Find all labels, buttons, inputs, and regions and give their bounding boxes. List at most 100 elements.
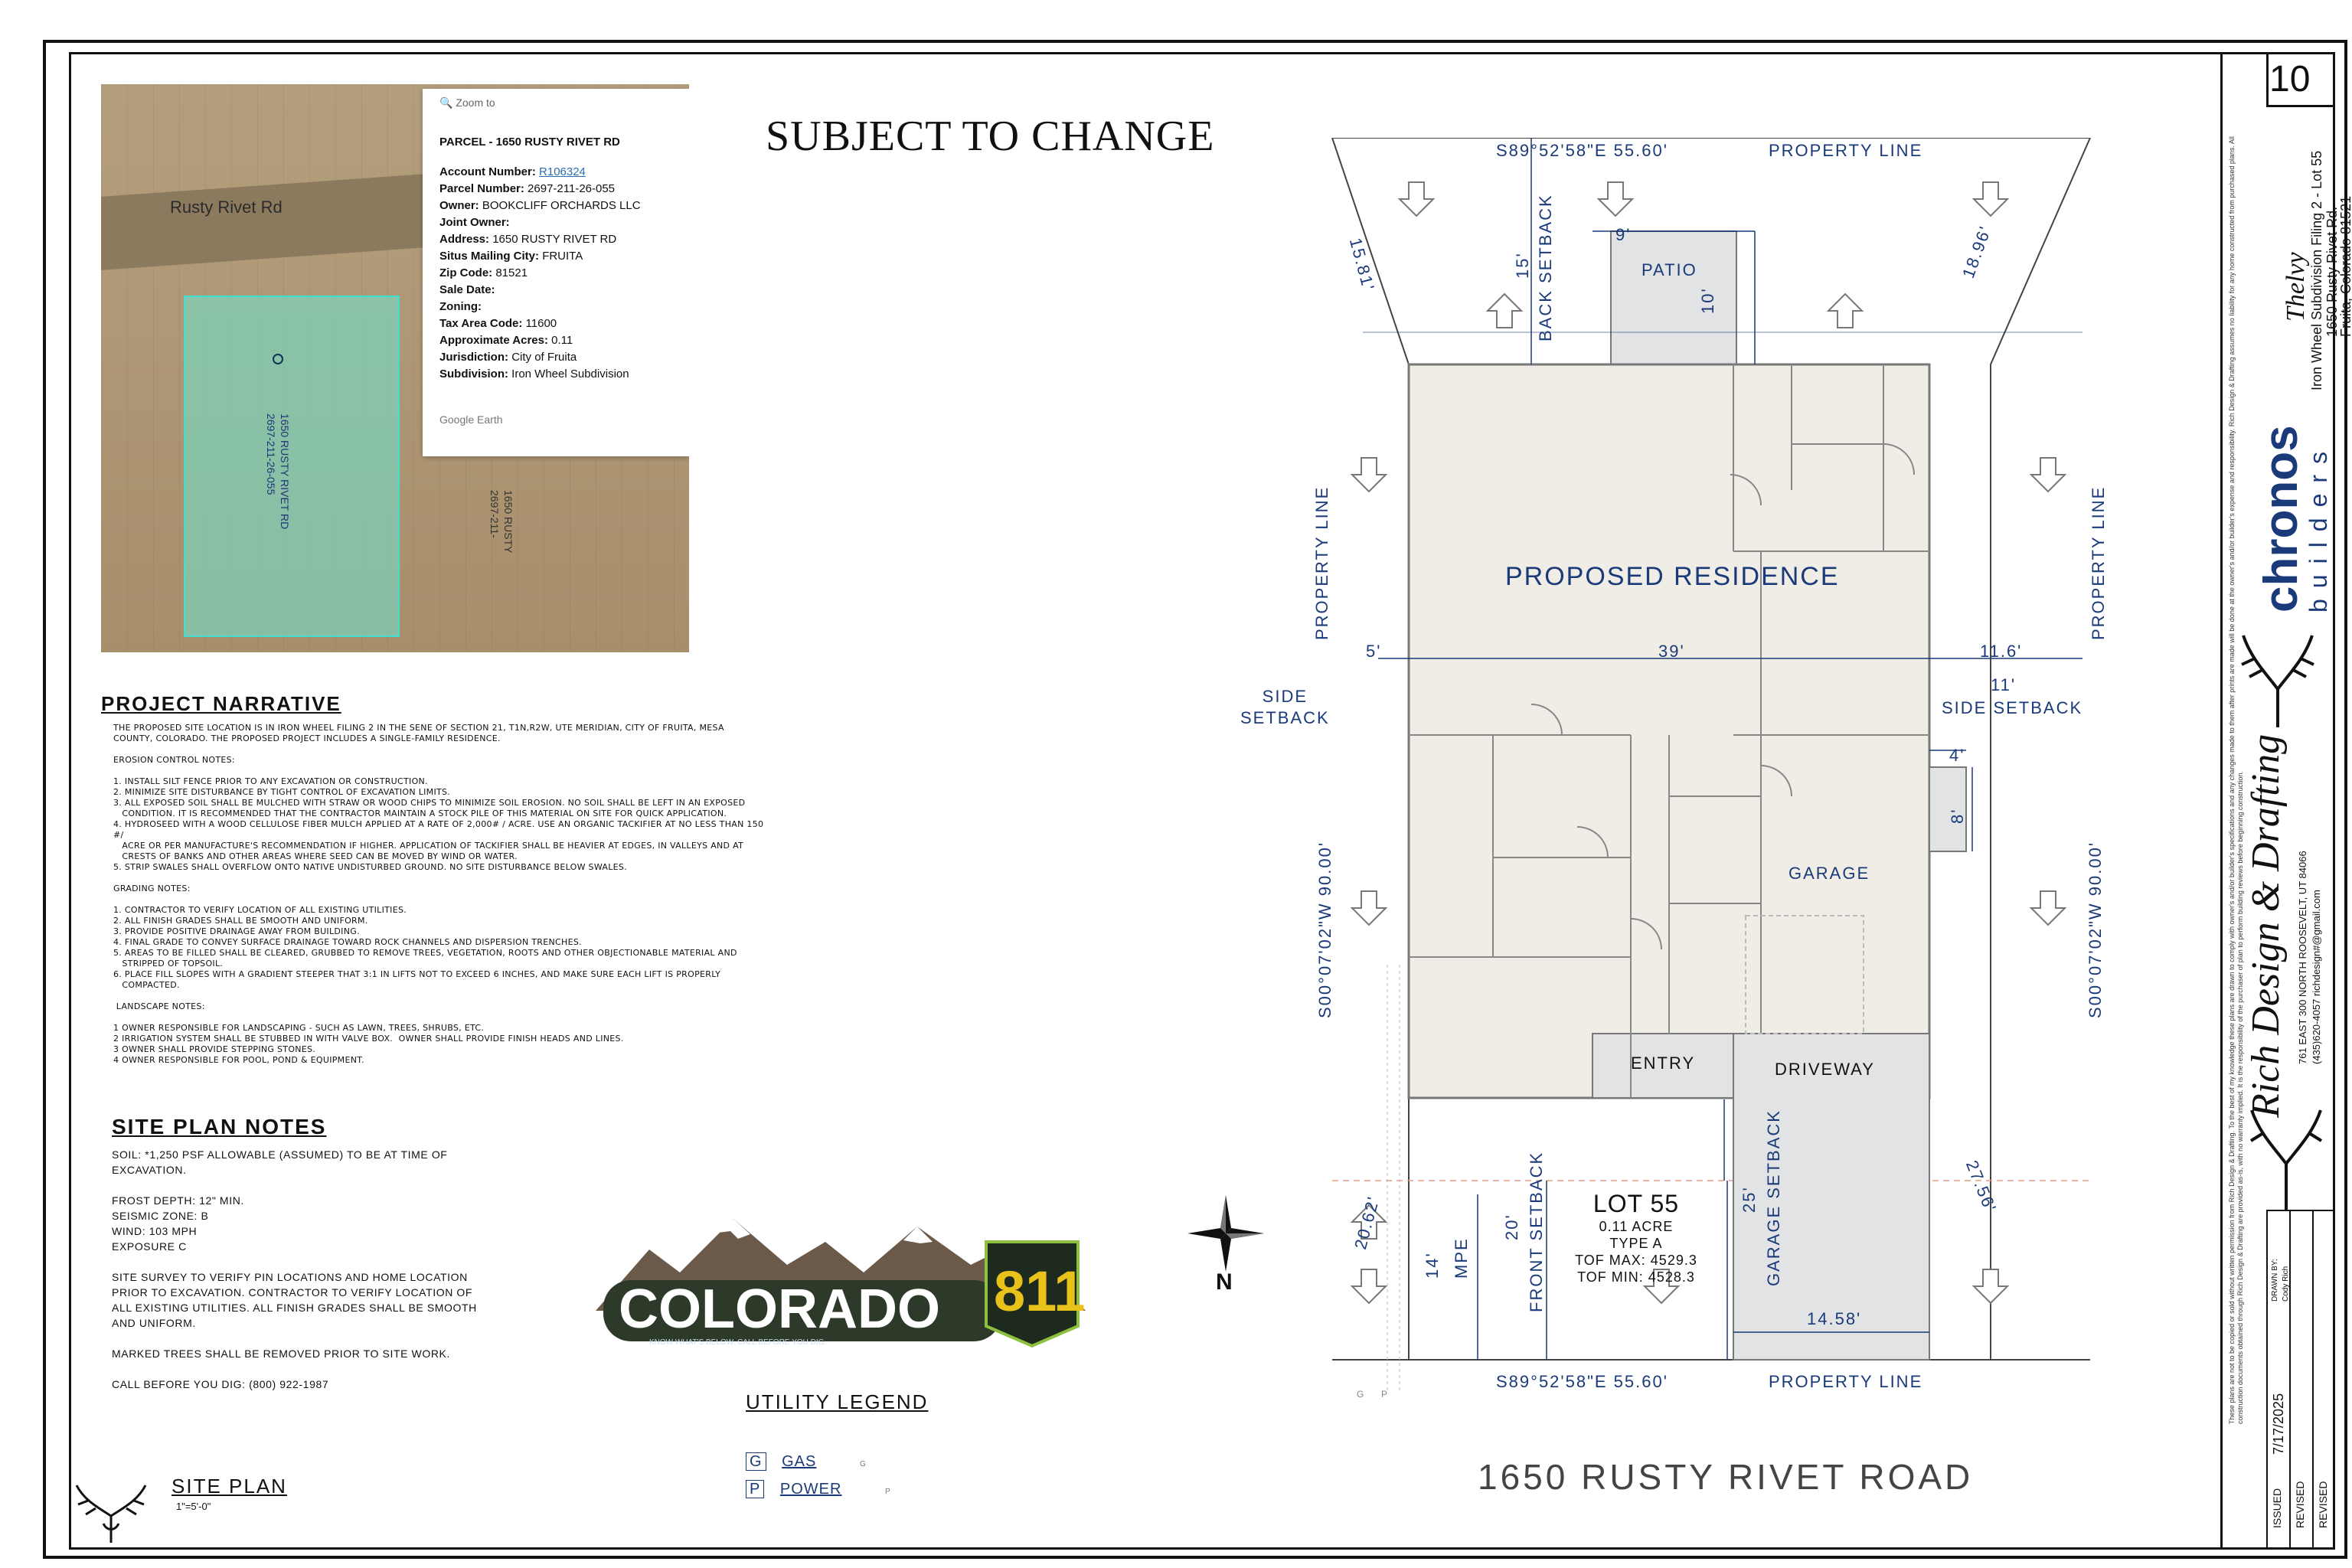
right-property-line-label: PROPERTY LINE: [2089, 485, 2108, 640]
popup-row-key: Address:: [439, 233, 490, 246]
gas-code: G: [746, 1452, 766, 1471]
garage-label: GARAGE: [1788, 864, 1870, 883]
garage-bump: [1929, 766, 1967, 852]
revision-col: [2289, 1210, 2291, 1550]
elk-antler-icon: [75, 1485, 147, 1543]
zoom-to-link[interactable]: 🔍 Zoom to: [439, 96, 495, 109]
popup-row-key: Joint Owner:: [439, 216, 510, 229]
dim-left-setback: 5': [1366, 642, 1382, 661]
popup-row-key: Approximate Acres:: [439, 334, 548, 347]
popup-row: Zoning:: [439, 299, 672, 315]
google-earth-label: Google Earth: [439, 413, 503, 426]
popup-row: Jurisdiction: City of Fruita: [439, 349, 672, 366]
road-name: 1650 RUSTY RIVET ROAD: [1478, 1457, 1974, 1497]
dim-right-a: 11.6': [1980, 642, 2023, 661]
designer-logo: Rich Design & Drafting: [2244, 733, 2288, 1118]
utility-legend-title: UTILITY LEGEND: [746, 1390, 929, 1413]
gas-stub-label: G: [1357, 1389, 1364, 1400]
power-label: POWER: [779, 1481, 842, 1498]
popup-row-value: 11600: [525, 317, 557, 330]
side-setback-right-label: SIDE SETBACK: [1942, 698, 2083, 717]
aerial-map: Rusty Rivet Rd 1650 RUSTY RIVET RD 2697-…: [101, 84, 689, 652]
issued-date: 7/17/2025: [2271, 1393, 2286, 1455]
side-setback-left-label: SIDE SETBACK: [1240, 687, 1330, 727]
parcel-label: 1650 RUSTY RIVET RD: [279, 413, 291, 530]
popup-row: Subdivision: Iron Wheel Subdivision: [439, 366, 672, 383]
garage-setback-dim: 25': [1740, 1186, 1759, 1213]
account-number-link[interactable]: R106324: [539, 165, 586, 178]
site-plan-title: SITE PLAN: [172, 1475, 287, 1498]
parcel-marker-icon[interactable]: [273, 354, 283, 364]
revised-label-2: REVISED: [2317, 1481, 2329, 1528]
popup-row-value: Iron Wheel Subdivision: [511, 368, 629, 381]
lot-name: LOT 55: [1592, 1190, 1680, 1217]
parcel-highlight[interactable]: [184, 296, 400, 637]
popup-row-value: 2697-211-26-055: [528, 182, 616, 195]
proposed-residence-label: PROPOSED RESIDENCE: [1505, 562, 1840, 591]
designer-address: 761 EAST 300 NORTH ROOSEVELT, UT 84066: [2297, 851, 2308, 1064]
back-setback-label: BACK SETBACK: [1536, 194, 1555, 341]
popup-row-key: Zoning:: [439, 300, 482, 313]
front-setback-label: FRONT SETBACK: [1527, 1151, 1546, 1312]
project-line-3: Fruita, Colorado 81521: [2338, 195, 2352, 337]
popup-row: Sale Date:: [439, 282, 672, 299]
popup-row-key: Zip Code:: [439, 266, 493, 279]
elk-logo-icon: [2241, 635, 2314, 727]
popup-row: Owner: BOOKCLIFF ORCHARDS LLC: [439, 198, 672, 214]
lot-acre: 0.11 ACRE: [1599, 1219, 1674, 1234]
sheet-outer-border: [43, 40, 2347, 1559]
logo-tagline: KNOW WHAT'S BELOW. CALL BEFORE YOU DIG.: [649, 1338, 826, 1347]
neighbor-parcel-label: 1650 RUSTY: [502, 490, 514, 554]
utility-power-row: P POWER P: [746, 1480, 891, 1498]
gas-label: GAS: [782, 1453, 817, 1470]
garage-setback-label: GARAGE SETBACK: [1764, 1109, 1783, 1286]
revision-divider: [2266, 1210, 2335, 1211]
popup-row: Approximate Acres: 0.11: [439, 332, 672, 349]
disclaimer-text: These plans are not to be copied or sold…: [2228, 136, 2244, 1424]
popup-row-key: Jurisdiction:: [439, 351, 509, 364]
bottom-bearing: S89°52'58"E 55.60': [1496, 1372, 1668, 1391]
popup-row-value: BOOKCLIFF ORCHARDS LLC: [482, 199, 641, 212]
builder-logo: chronos: [2255, 425, 2308, 612]
popup-row: Situs Mailing City: FRUITA: [439, 248, 672, 265]
driveway-label: DRIVEWAY: [1775, 1060, 1875, 1079]
subject-to-change-banner: SUBJECT TO CHANGE: [766, 113, 1215, 160]
top-property-line-label: PROPERTY LINE: [1769, 141, 1923, 160]
north-arrow-icon: [1187, 1195, 1264, 1272]
parcel-info-popup: 🔍 Zoom to PARCEL - 1650 RUSTY RIVET RD A…: [423, 89, 689, 456]
lot-info: LOT 55 0.11 ACRE TYPE A TOF MAX: 4529.3 …: [1563, 1190, 1709, 1285]
drawn-by-label: DRAWN BY:: [2271, 1259, 2279, 1302]
dim-house-width: 39': [1658, 642, 1685, 661]
front-setback-dim: 20': [1502, 1214, 1521, 1240]
driveway-slab: [1733, 1033, 1930, 1361]
site-plan-drawing: [1331, 138, 2091, 1393]
mpe-label: MPE: [1452, 1237, 1471, 1279]
entry-slab: [1592, 1033, 1734, 1099]
site-plan-notes-body: SOIL: *1,250 PSF ALLOWABLE (ASSUMED) TO …: [112, 1148, 477, 1390]
lot-tof-max: TOF MAX: 4529.3: [1575, 1253, 1697, 1268]
lot-type: TYPE A: [1609, 1236, 1663, 1251]
popup-row: Zip Code: 81521: [439, 265, 672, 282]
revision-table: [2266, 1210, 2337, 1550]
revised-label-1: REVISED: [2294, 1481, 2306, 1528]
site-plan-notes-title: SITE PLAN NOTES: [112, 1115, 327, 1138]
right-bearing: S00°07'02"W 90.00': [2086, 841, 2105, 1018]
popup-row: Tax Area Code: 11600: [439, 315, 672, 332]
popup-row-key: Situs Mailing City:: [439, 250, 540, 263]
interior-walls: [1409, 364, 1929, 1098]
power-stub-label: P: [1381, 1389, 1388, 1400]
lot-tof-min: TOF MIN: 4528.3: [1577, 1269, 1695, 1285]
power-code: P: [746, 1480, 765, 1498]
site-plan-scale: 1"=5'-0": [176, 1501, 211, 1512]
neighbor-parcel-number: 2697-211-: [488, 490, 501, 538]
builder-sub: builders: [2305, 440, 2332, 612]
title-block: [2220, 52, 2335, 1550]
project-name: Thelvy: [2282, 252, 2310, 322]
project-line-1: Iron Wheel Subdivision Filing 2 - Lot 55: [2309, 150, 2324, 390]
dim-right-b: 11': [1991, 675, 2017, 694]
left-property-line-label: PROPERTY LINE: [1312, 485, 1331, 640]
project-narrative-title: PROJECT NARRATIVE: [101, 692, 341, 715]
popup-row-value: FRUITA: [542, 250, 583, 263]
popup-row-key: Account Number:: [439, 165, 536, 178]
